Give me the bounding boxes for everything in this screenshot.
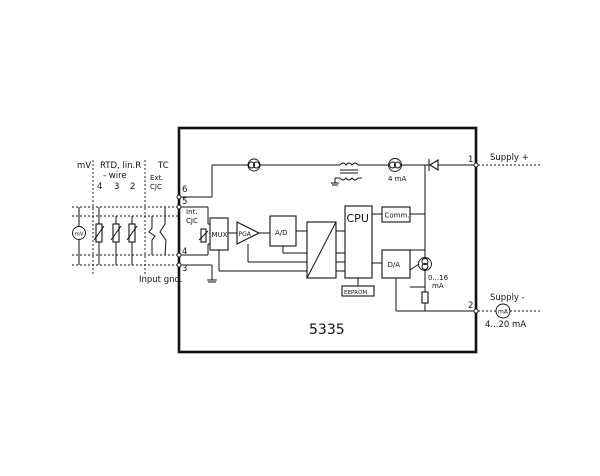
- module-number: 5335: [309, 322, 345, 338]
- ad-label: A/D: [275, 229, 288, 237]
- wire-label: - wire: [103, 171, 127, 181]
- current-4ma-label: 4 mA: [388, 175, 406, 183]
- rtd-2wire: [126, 216, 138, 265]
- terminal-2-label: 2: [468, 301, 473, 311]
- rtd-3wire: [110, 216, 122, 265]
- int-cjc-label-2: CJC: [186, 217, 198, 225]
- pga-label: PGA: [239, 231, 252, 238]
- mv-source: mV: [72, 207, 86, 265]
- excitation-current-loop: [181, 158, 340, 198]
- eeprom-label: EEPROM: [344, 290, 367, 296]
- loop-ammeter: mA: [495, 303, 511, 319]
- terminal-3: [176, 262, 182, 268]
- mv-source-label: mV: [75, 232, 84, 238]
- supply-plus-line: [478, 164, 540, 312]
- cpu-label: CPU: [347, 212, 369, 225]
- isolation-transformer: [331, 162, 388, 186]
- tc-label: TC: [157, 161, 169, 171]
- int-cjc-label-1: Int.: [186, 208, 197, 216]
- galvanic-isolator: [306, 221, 337, 279]
- terminal-2: [473, 308, 479, 314]
- terminal-4-label: 4: [182, 247, 187, 257]
- input-gnd-label: Input gnd.: [139, 275, 183, 285]
- cpu-block: [344, 205, 373, 279]
- supply-plus-label: Supply +: [490, 153, 529, 163]
- rtd-4wire: [93, 207, 105, 265]
- terminal-1: [473, 162, 479, 168]
- module-outline: [177, 126, 478, 354]
- input-bus-lines: [72, 206, 179, 266]
- da-block: [381, 249, 411, 279]
- current-source-4ma: [388, 158, 430, 172]
- ad-block: [269, 215, 297, 247]
- comm-label: Comm.: [385, 212, 410, 220]
- mv-label: mV: [77, 161, 91, 171]
- terminal-5: [176, 204, 182, 210]
- wire-count-2: 2: [130, 182, 135, 192]
- return-line: [395, 278, 474, 312]
- terminal-3-label: 3: [182, 264, 187, 274]
- current-range-label-2: mA: [432, 282, 444, 290]
- wire-count-3: 3: [114, 182, 119, 192]
- input-wiring: [181, 206, 217, 283]
- loop-range-label: 4...20 mA: [485, 320, 526, 330]
- int-cjc-sensor: [198, 228, 209, 243]
- ammeter-label: mA: [498, 309, 509, 316]
- diode: [428, 159, 474, 171]
- supply-minus-label: Supply -: [490, 293, 525, 303]
- thermocouple: [148, 207, 167, 256]
- pga-block: [236, 221, 261, 245]
- terminal-5-label: 5: [182, 197, 187, 207]
- rtd-label: RTD, lin.R: [100, 161, 141, 171]
- ext-cjc-label-1: Ext.: [150, 174, 164, 182]
- terminal-6-label: 6: [182, 185, 187, 195]
- current-range-label-1: 0...16: [428, 274, 449, 282]
- control-lines: [218, 244, 345, 272]
- mux-label: MUX: [212, 231, 228, 239]
- ext-cjc-label-2: CJC: [150, 183, 162, 191]
- terminal-1-label: 1: [468, 155, 473, 165]
- terminal-6: [176, 194, 182, 200]
- input-separators: [92, 160, 146, 275]
- output-current-source: [409, 250, 432, 311]
- da-label: D/A: [388, 261, 401, 269]
- wire-count-4: 4: [97, 182, 102, 192]
- terminal-4: [176, 252, 182, 258]
